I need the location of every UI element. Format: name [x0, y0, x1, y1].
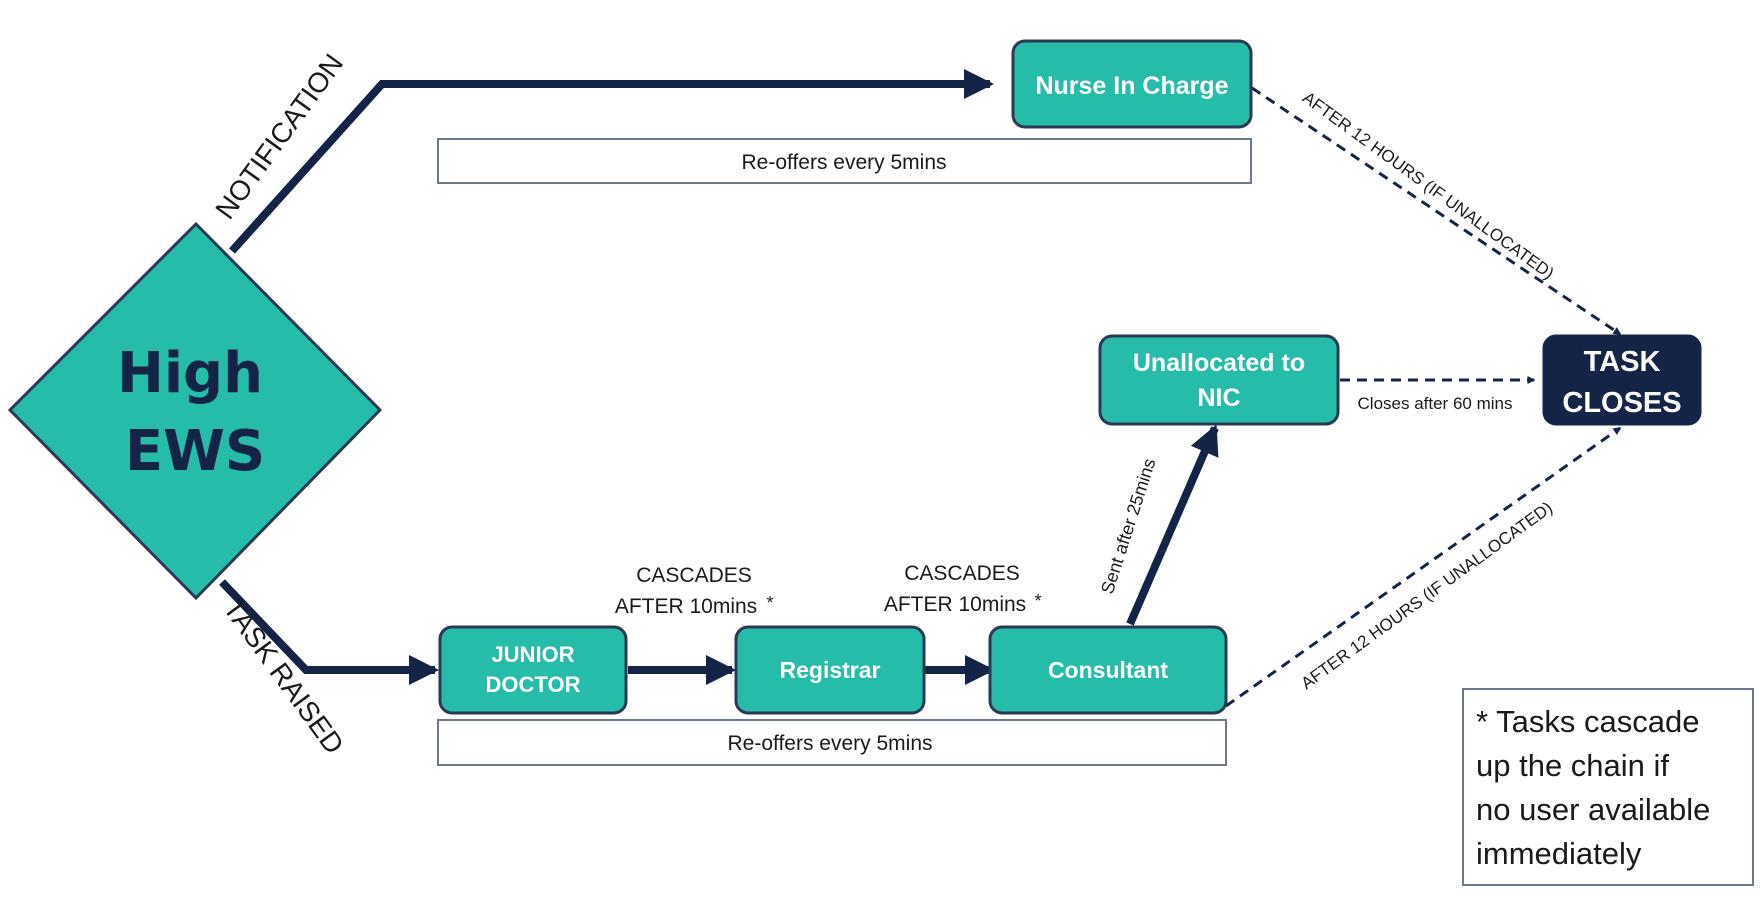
after-12-hours-bottom-label: AFTER 12 HOURS (IF UNALLOCATED)	[1298, 498, 1557, 693]
closes-after-label: Closes after 60 mins	[1358, 394, 1513, 413]
reoffers-top-bar	[437, 138, 1252, 184]
notification-connector	[229, 69, 994, 254]
unallocated-to-nic-box	[1098, 334, 1340, 426]
footnote-line-1: * Tasks cascade	[1476, 704, 1700, 739]
unallocated-label-line1: Unallocated to	[1133, 349, 1305, 377]
cascade-1-line2: AFTER 10mins	[615, 595, 757, 618]
high-ews-label-line2: EWS	[125, 419, 265, 484]
cascade-footnote-box: * Tasks cascade up the chain if no user …	[1462, 688, 1754, 886]
after-12-hours-top-label: AFTER 12 HOURS (IF UNALLOCATED)	[1299, 88, 1558, 283]
task-closes-box	[1542, 334, 1702, 426]
cascade-2-asterisk: *	[1034, 591, 1041, 611]
unallocated-label-line2: NIC	[1197, 384, 1240, 412]
task-raised-branch-label: TASK RAISED	[217, 593, 350, 759]
nurse-to-task-closes-dashed	[1251, 86, 1622, 336]
nurse-in-charge-label: Nurse In Charge	[1035, 72, 1228, 100]
junior-doctor-label-line2: DOCTOR	[486, 672, 581, 697]
registrar-label: Registrar	[780, 657, 881, 683]
cascade-1-asterisk: *	[766, 593, 773, 613]
registrar-box	[734, 625, 926, 715]
junior-doctor-label-line1: JUNIOR	[491, 642, 574, 667]
consultant-to-task-closes-dashed	[1225, 426, 1622, 708]
junior-doctor-box	[438, 625, 628, 715]
nurse-in-charge-box	[1011, 39, 1253, 129]
high-ews-label-line1: High	[117, 341, 263, 406]
cascade-2-line1: CASCADES	[904, 562, 1020, 585]
reoffers-bottom-label: Re-offers every 5mins	[727, 732, 932, 755]
reoffers-top-label: Re-offers every 5mins	[741, 151, 946, 174]
consultant-to-unallocated-arrow	[1126, 424, 1219, 626]
high-ews-diamond	[7, 221, 383, 601]
consultant-label: Consultant	[1048, 657, 1168, 683]
reoffers-bottom-bar	[437, 719, 1227, 766]
footnote-line-4: immediately	[1476, 836, 1642, 871]
task-closes-label-line1: TASK	[1584, 346, 1661, 378]
cascade-2-line2: AFTER 10mins	[884, 593, 1026, 616]
cascade-1-line1: CASCADES	[636, 564, 752, 587]
task-raised-connector	[219, 579, 439, 685]
footnote-line-3: no user available	[1476, 792, 1711, 827]
task-closes-label-line2: CLOSES	[1562, 387, 1681, 419]
consultant-box	[988, 625, 1228, 715]
footnote-line-2: up the chain if	[1476, 748, 1670, 783]
